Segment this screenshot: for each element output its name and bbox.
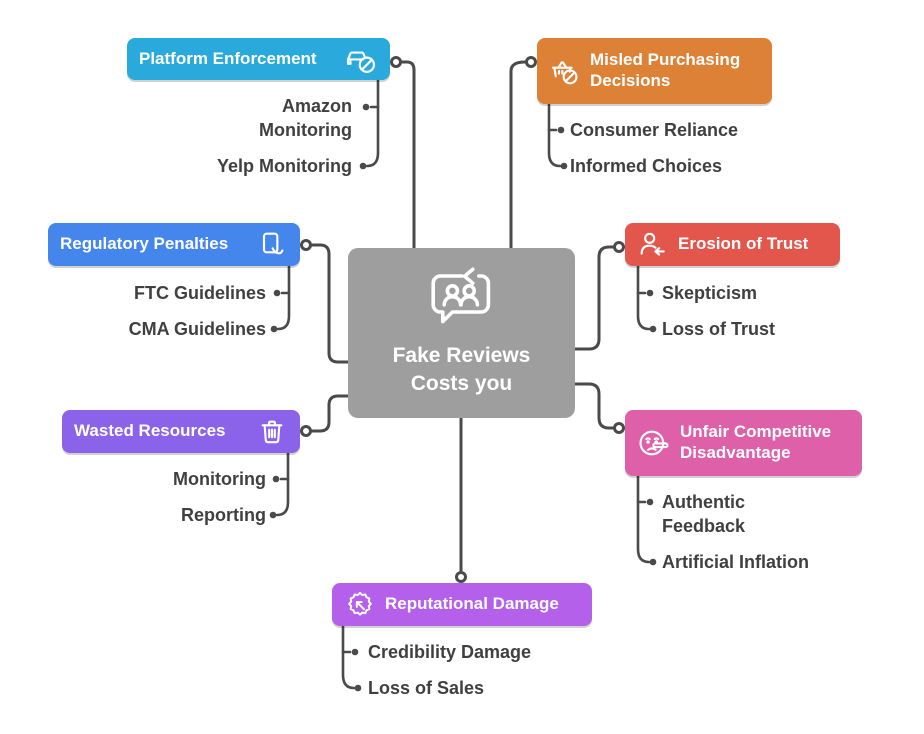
branch-misled-purchasing-decisions[interactable]: Misled Purchasing Decisions	[537, 38, 772, 104]
people-chat-arrow-icon	[423, 264, 501, 336]
child-informed-choices[interactable]: Informed Choices	[570, 156, 723, 176]
lying-face-icon	[637, 426, 671, 460]
child-cma-guidelines[interactable]: CMA Guidelines	[128, 319, 266, 339]
central-node-fake-reviews[interactable]: Fake Reviews Costs you	[348, 248, 575, 418]
child-yelp-monitoring[interactable]: Yelp Monitoring	[217, 156, 352, 176]
branch-reputational-damage[interactable]: Reputational Damage	[332, 583, 592, 626]
child-reporting[interactable]: Reporting	[181, 505, 266, 525]
child-skepticism[interactable]: Skepticism	[662, 283, 758, 303]
child-monitoring[interactable]: Monitoring	[173, 469, 266, 489]
child-consumer-reliance[interactable]: Consumer Reliance	[570, 120, 739, 140]
branch-erosion-of-trust[interactable]: Erosion of Trust	[625, 223, 840, 266]
child-artificial-inflation[interactable]: Artificial Inflation	[662, 552, 810, 572]
person-arrow-left-icon	[637, 229, 669, 261]
basket-prohibited-icon	[549, 56, 581, 86]
trash-icon	[256, 416, 288, 448]
branch-label: Wasted Resources	[74, 421, 226, 441]
branch-label: Reputational Damage	[385, 594, 559, 614]
branch-label: Unfair Competitive Disadvantage	[680, 422, 832, 462]
branch-label: Regulatory Penalties	[60, 234, 229, 254]
child-authentic-feedback[interactable]: Authentic Feedback	[662, 492, 746, 536]
branch-label: Platform Enforcement	[139, 48, 317, 68]
child-loss-of-trust[interactable]: Loss of Trust	[662, 319, 776, 339]
car-prohibited-icon	[344, 44, 378, 74]
child-loss-of-sales[interactable]: Loss of Sales	[368, 678, 485, 698]
child-ftc-guidelines[interactable]: FTC Guidelines	[133, 283, 266, 303]
branch-unfair-competitive-disadvantage[interactable]: Unfair Competitive Disadvantage	[625, 410, 862, 476]
branch-label: Misled Purchasing Decisions	[590, 50, 741, 90]
branch-regulatory-penalties[interactable]: Regulatory Penalties	[48, 223, 300, 266]
central-label-line1: Fake Reviews	[392, 344, 531, 367]
branch-wasted-resources[interactable]: Wasted Resources	[62, 410, 300, 453]
branch-label: Erosion of Trust	[678, 234, 809, 254]
document-check-icon	[256, 229, 288, 261]
child-amazon-monitoring[interactable]: Amazon Monitoring	[259, 96, 352, 140]
central-label-line2: Costs you	[410, 372, 513, 395]
branch-platform-enforcement[interactable]: Platform Enforcement	[127, 38, 390, 80]
badge-arrow-icon	[344, 589, 376, 621]
child-credibility-damage[interactable]: Credibility Damage	[368, 642, 532, 662]
